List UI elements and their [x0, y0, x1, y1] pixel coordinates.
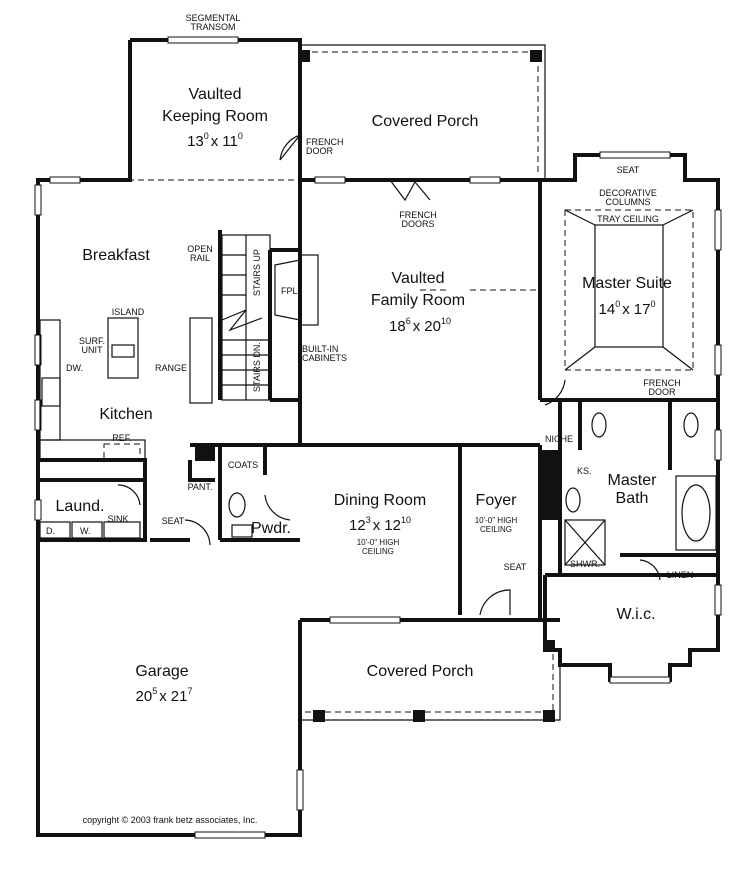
rear-porch-label: Covered Porch [372, 113, 479, 130]
seat-foyer-label: SEAT [504, 562, 527, 572]
builtin-label-1: BUILT-IN [302, 344, 338, 354]
dining-ceiling-note-1: 10'-0" HIGH [357, 538, 400, 547]
sink-label: SINK [107, 514, 128, 524]
decorative-label-2: COLUMNS [605, 197, 650, 207]
front-porch-label: Covered Porch [367, 663, 474, 680]
washer-label: W. [80, 526, 91, 536]
fireplace [274, 254, 319, 326]
niche-label: NICHE [545, 434, 573, 444]
island-label: ISLAND [112, 307, 145, 317]
wic-label: W.i.c. [616, 606, 655, 623]
bath-fixtures [228, 412, 717, 566]
windows [34, 36, 722, 839]
tray-ceiling-label: TRAY CEILING [597, 214, 659, 224]
seat-laundry-label: SEAT [162, 516, 185, 526]
segmental-label-2: TRANSOM [191, 22, 236, 32]
stairs [221, 234, 271, 401]
copyright-text: copyright © 2003 frank betz associates, … [83, 815, 258, 825]
decorative-label-1: DECORATIVE [599, 188, 657, 198]
french-door-suite-2: DOOR [649, 387, 677, 397]
surf-unit-label-2: UNIT [82, 345, 103, 355]
french-doors-2: DOORS [401, 219, 434, 229]
room-labels: SEGMENTAL TRANSOM Vaulted Keeping Room 1… [46, 13, 693, 825]
surf-unit-label-1: SURF. [79, 336, 105, 346]
ref-label: REF. [112, 433, 132, 443]
keeping-room-label-2: Keeping Room [162, 108, 268, 125]
seat-suite-label: SEAT [617, 165, 640, 175]
dw-label: DW. [66, 363, 83, 373]
master-bath-label-2: Bath [616, 490, 649, 507]
family-room-label-1: Vaulted [391, 270, 444, 287]
laundry-fixtures [39, 521, 141, 539]
dining-room-label: Dining Room [334, 492, 426, 509]
french-door-keeping-2: DOOR [306, 146, 334, 156]
kitchen-fixtures [39, 317, 213, 461]
niche [195, 445, 558, 520]
segmental-label-1: SEGMENTAL [186, 13, 241, 23]
keeping-room-label-1: Vaulted [188, 86, 241, 103]
open-rail-label-1: OPEN [187, 244, 213, 254]
laundry-label: Laund. [56, 498, 105, 515]
opening-lines [38, 50, 540, 720]
doors [117, 134, 661, 616]
front-porch-outline [300, 640, 561, 722]
foyer-ceiling-note-1: 10'-0" HIGH [475, 516, 518, 525]
breakfast-label: Breakfast [82, 247, 150, 264]
french-door-suite-1: FRENCH [643, 378, 681, 388]
shower-label: SHWR. [570, 559, 600, 569]
powder-label: Pwdr. [251, 520, 291, 537]
tray-ceiling [564, 209, 694, 371]
exterior-walls [36, 38, 720, 837]
french-door-keeping-1: FRENCH [306, 137, 344, 147]
french-doors-1: FRENCH [399, 210, 437, 220]
fpl-label: FPL [281, 286, 298, 296]
master-bath-label-1: Master [608, 472, 658, 489]
family-room-label-2: Family Room [371, 292, 465, 309]
stairs-dn-label: STAIRS DN. [252, 342, 262, 392]
builtin-label-2: CABINETS [302, 353, 347, 363]
ks-label: KS. [577, 466, 592, 476]
coats-label: COATS [228, 460, 258, 470]
master-suite-label: Master Suite [582, 275, 672, 292]
stairs-up-label: STAIRS UP [252, 249, 262, 296]
dining-ceiling-note-2: CEILING [362, 547, 394, 556]
kitchen-label: Kitchen [99, 406, 152, 423]
foyer-label: Foyer [476, 492, 518, 509]
foyer-ceiling-note-2: CEILING [480, 525, 512, 534]
linen-label: LINEN [667, 570, 694, 580]
garage-label: Garage [135, 663, 188, 680]
open-rail-label-2: RAIL [190, 253, 210, 263]
range-label: RANGE [155, 363, 187, 373]
dryer-label: D. [46, 526, 55, 536]
rear-porch-outline [298, 44, 546, 180]
pantry-label: PANT. [188, 482, 213, 492]
